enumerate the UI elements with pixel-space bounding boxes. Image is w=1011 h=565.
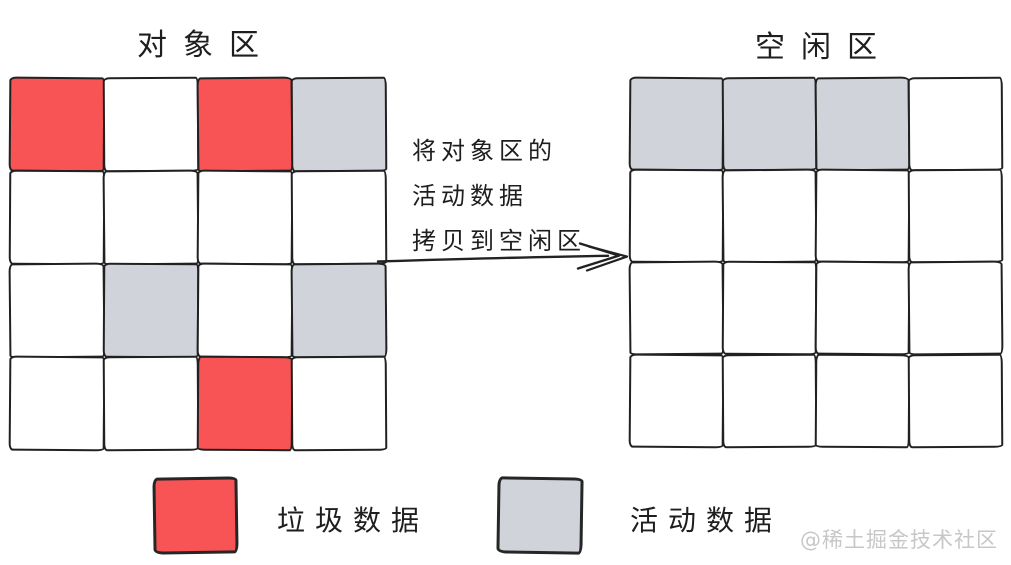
free-area-cell-r1c2-active	[721, 76, 818, 172]
free-area-cell-r4c3-free	[814, 353, 911, 449]
free-area-cell-r3c3-free	[814, 261, 911, 357]
legend-active-label: 活动数据	[630, 504, 783, 537]
free-area-cell-r4c4-free	[907, 353, 1004, 449]
free-area-cell-r1c3-active	[814, 76, 911, 172]
object-area-cell-r4c3-garbage	[196, 355, 294, 452]
free-area-cell-r3c1-free	[628, 260, 725, 357]
free-area-title: 空闲区	[755, 30, 893, 65]
free-area-grid	[628, 76, 1004, 449]
free-area-cell-r2c3-free	[814, 168, 911, 264]
object-area-cell-r4c4-free	[290, 355, 388, 452]
object-area-cell-r3c1-free	[8, 262, 106, 359]
object-area-cell-r4c2-free	[102, 355, 200, 452]
object-area-grid	[8, 76, 388, 452]
annotation-line-1: 将对象区的	[412, 137, 557, 165]
object-area-cell-r4c1-free	[8, 355, 106, 452]
annotation-line-2: 活动数据	[412, 182, 528, 210]
arrow-right-icon	[376, 240, 630, 274]
free-area-cell-r4c1-free	[628, 353, 725, 449]
object-area-cell-r1c2-free	[102, 76, 200, 173]
free-area-cell-r3c2-free	[721, 261, 818, 357]
object-area-cell-r2c1-free	[8, 169, 106, 266]
free-area-cell-r2c1-free	[628, 168, 725, 264]
object-area-cell-r1c3-garbage	[196, 76, 294, 173]
object-area-cell-r3c4-active	[290, 262, 388, 359]
object-area-cell-r1c1-garbage	[8, 76, 106, 173]
object-area-cell-r3c3-free	[196, 262, 294, 359]
free-area-cell-r1c1-active	[628, 76, 725, 172]
legend-active-swatch	[496, 476, 584, 555]
arrow-annotation: 将对象区的 活动数据 拷贝到空闲区	[412, 129, 586, 264]
object-area-cell-r3c2-active	[102, 262, 200, 359]
free-area-cell-r1c4-free	[907, 76, 1004, 172]
legend-garbage-label: 垃圾数据	[277, 504, 430, 537]
object-area-cell-r2c3-free	[196, 169, 294, 266]
object-area-title: 对象区	[137, 28, 275, 63]
free-area-cell-r2c4-free	[907, 168, 1004, 264]
legend-garbage-swatch	[152, 476, 239, 555]
free-area-cell-r2c2-free	[721, 168, 818, 265]
free-area-cell-r3c4-free	[907, 260, 1004, 357]
object-area-cell-r1c4-active	[290, 76, 388, 173]
watermark: @稀土掘金技术社区	[800, 528, 998, 552]
object-area-cell-r2c2-free	[102, 169, 200, 266]
annotation-line-3: 拷贝到空闲区	[412, 227, 586, 255]
free-area-cell-r4c2-free	[721, 353, 818, 449]
object-area-cell-r2c4-free	[290, 169, 388, 266]
